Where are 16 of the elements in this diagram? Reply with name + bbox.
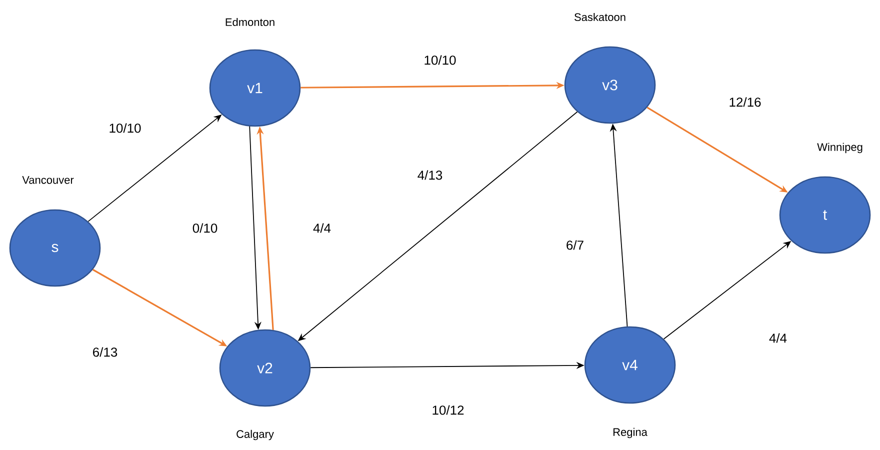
edge-label: 6/13 (91, 346, 119, 358)
city-label: Regina (614, 428, 648, 438)
city-label: Calgary (236, 430, 274, 440)
city-label: Winnipeg (817, 142, 862, 154)
edge-label: 12/16 (728, 96, 762, 108)
edge-label: 10/10 (422, 54, 458, 66)
edge-label: 10/10 (108, 122, 142, 134)
edge-label: 6/7 (564, 239, 586, 251)
edge-label: 4/4 (768, 332, 788, 344)
edge-label: 4/13 (416, 169, 444, 181)
edge-label: 10/12 (430, 404, 466, 416)
city-label: Saskatoon (574, 12, 626, 22)
city-label: Edmonton (226, 18, 274, 26)
city-label: Vancouver (22, 176, 74, 184)
edge-label: 4/4 (312, 222, 332, 234)
edge-label: 0/10 (191, 222, 219, 234)
